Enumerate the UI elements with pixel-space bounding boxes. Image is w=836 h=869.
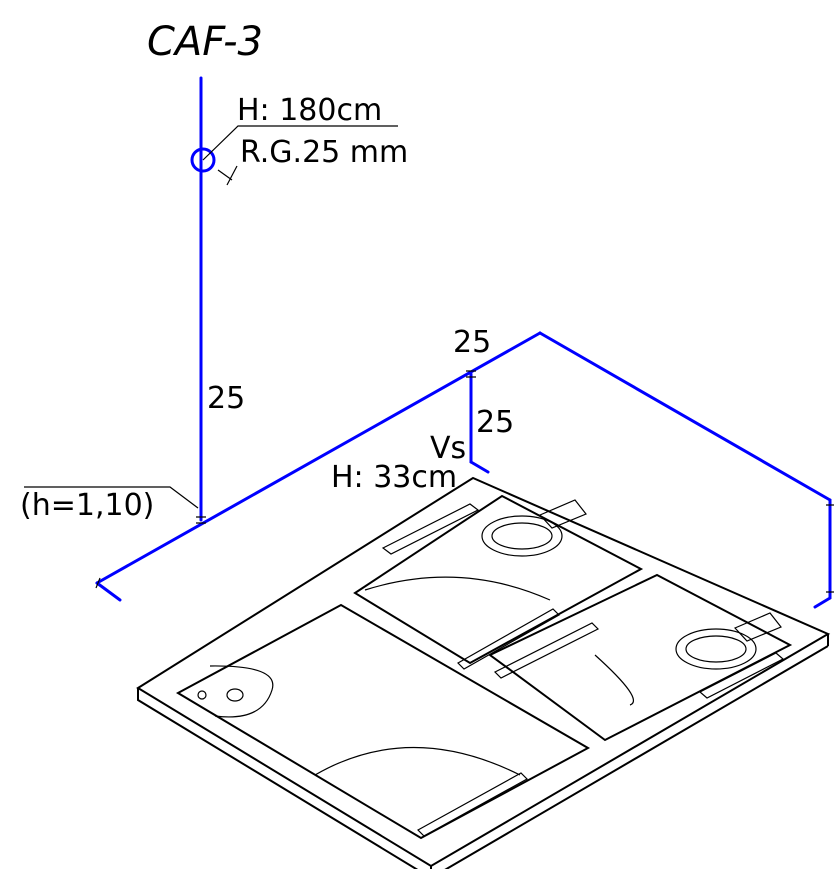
bottom-right-room [488, 573, 793, 742]
wash-basin-icon [209, 665, 274, 718]
toilet-bowl-icon [675, 628, 757, 670]
bathroom-floor-plan [136, 476, 831, 869]
toilet-seat-icon [685, 635, 747, 663]
basin-faucet-icon [197, 690, 207, 700]
floor-slab-edge [137, 688, 432, 869]
branch-diameter-label: 25 [476, 405, 514, 440]
floor-slab-edge-right [444, 645, 829, 869]
toilet-tank-icon [733, 612, 782, 642]
water-pipe-network [95, 76, 832, 609]
pipe-end-icon [95, 577, 101, 589]
valve-leader-line [202, 125, 398, 161]
valve-size-label: R.G.25 mm [240, 135, 408, 170]
top-right-room [353, 494, 644, 665]
floor-height-leader [24, 486, 199, 509]
left-room [175, 603, 591, 840]
tee-fitting-icon [466, 370, 476, 378]
basin-drain-icon [226, 688, 244, 702]
branch-height-label: H: 33cm [331, 460, 457, 495]
gate-valve-icon [190, 147, 216, 173]
tee-fitting-icon [196, 516, 206, 524]
main-pipe [95, 331, 542, 585]
elbow-fitting-icon [826, 504, 834, 593]
right-end-stub [813, 596, 832, 609]
riser-height-label: H: 180cm [237, 93, 382, 128]
toilet-seat-icon [491, 522, 553, 550]
floor-height-label: (h=1,10) [20, 488, 154, 523]
main-diameter-label: 25 [453, 325, 491, 360]
door-leaf-upper [381, 503, 480, 555]
door-leaf-right [493, 622, 600, 679]
riser-diameter-label: 25 [207, 381, 245, 416]
right-pipe-run [538, 331, 832, 502]
door-leaf-left [417, 772, 528, 837]
door-swing-top-room [364, 576, 551, 601]
door-leaf-lower-right [698, 652, 785, 699]
vs-branch-stub [469, 460, 490, 474]
valve-tick-icon [217, 165, 238, 186]
toilet-bowl-icon [481, 515, 563, 557]
door-swing-left-room [314, 747, 521, 776]
door-swing-right-room [594, 654, 635, 706]
pipe-fittings [95, 370, 834, 593]
floor-slab [136, 476, 831, 868]
branch-name-label: Vs [430, 431, 466, 466]
diagram-title: CAF-3 [147, 19, 263, 65]
door-leaf-top [457, 608, 560, 670]
toilet-tank-icon [538, 499, 587, 529]
pipe-stub-left [95, 581, 122, 602]
